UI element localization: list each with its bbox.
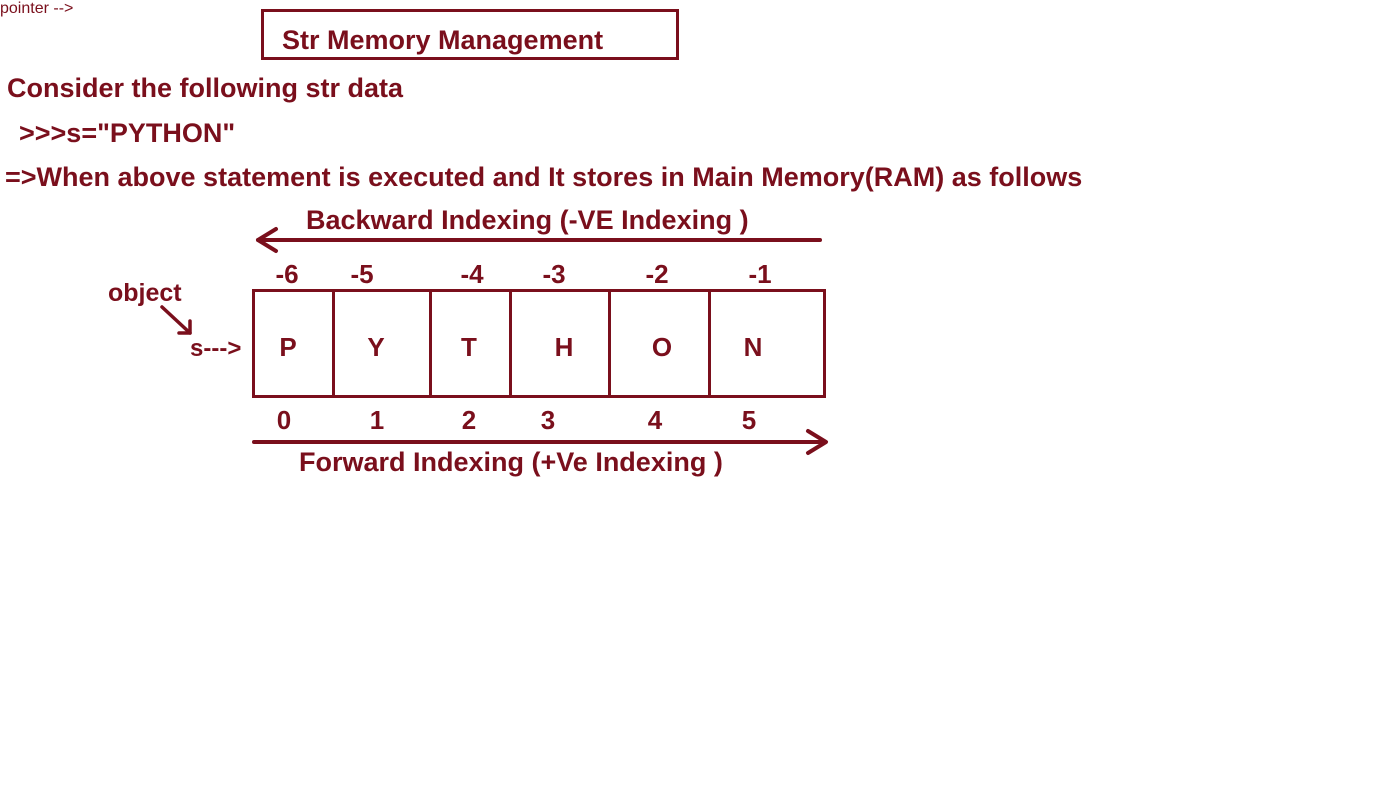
positive-index: 1 [369, 405, 385, 435]
negative-index: -5 [350, 259, 374, 289]
code-line: >>>s="PYTHON" [19, 118, 236, 148]
cell-char: T [461, 332, 477, 362]
cell-char: O [651, 332, 673, 362]
cell-char: Y [367, 332, 385, 362]
cell-divider [429, 292, 432, 395]
cell-divider [708, 292, 711, 395]
title-box: Str Memory Management [261, 9, 679, 60]
forward-indexing-label: Forward Indexing (+Ve Indexing ) [299, 447, 723, 477]
negative-index: -6 [275, 259, 299, 289]
negative-index: -4 [460, 259, 484, 289]
negative-index: -3 [542, 259, 566, 289]
negative-index: -1 [748, 259, 772, 289]
positive-index: 4 [647, 405, 663, 435]
pointer-label: s---> [190, 335, 242, 362]
positive-index: 3 [540, 405, 556, 435]
object-pointer-arrow-icon [160, 305, 192, 335]
positive-index: 5 [741, 405, 757, 435]
cell-divider [608, 292, 611, 395]
negative-index: -2 [645, 259, 669, 289]
backward-arrow-icon [256, 227, 822, 253]
cell-char: P [279, 332, 297, 362]
cell-char: N [743, 332, 763, 362]
backward-indexing-label: Backward Indexing (-VE Indexing ) [306, 205, 749, 235]
explain-line: =>When above statement is executed and I… [5, 162, 1083, 192]
cell-divider [332, 292, 335, 395]
memory-cells: P Y T H O N [252, 289, 826, 398]
page-title: Str Memory Management [282, 25, 604, 55]
cell-char: H [554, 332, 574, 362]
cell-divider [509, 292, 512, 395]
positive-index: 2 [461, 405, 477, 435]
object-label: object [108, 279, 182, 307]
positive-index: 0 [276, 405, 292, 435]
forward-arrow-icon [252, 429, 828, 455]
intro-line: Consider the following str data [7, 73, 404, 103]
